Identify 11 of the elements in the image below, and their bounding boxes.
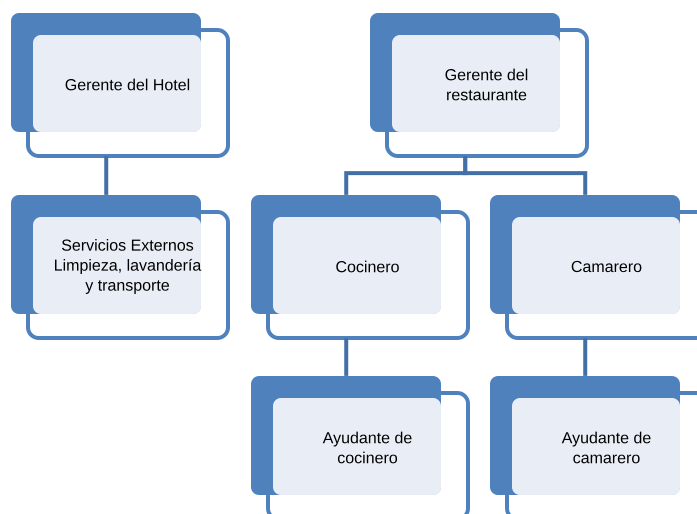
connector-line <box>463 156 588 195</box>
connector-line <box>583 338 588 376</box>
connector-line <box>104 156 108 195</box>
org-box: Camarero <box>490 195 697 340</box>
org-box: Gerente del restaurante <box>370 13 589 158</box>
org-box: Ayudante de camarero <box>490 376 697 514</box>
org-box: Cocinero <box>251 195 470 340</box>
org-box: Servicios Externos Limpieza, lavandería y transporte <box>11 195 230 340</box>
org-box: Gerente del Hotel <box>11 13 230 158</box>
org-box: Ayudante de cocinero <box>251 376 470 514</box>
connector-line <box>344 338 348 376</box>
